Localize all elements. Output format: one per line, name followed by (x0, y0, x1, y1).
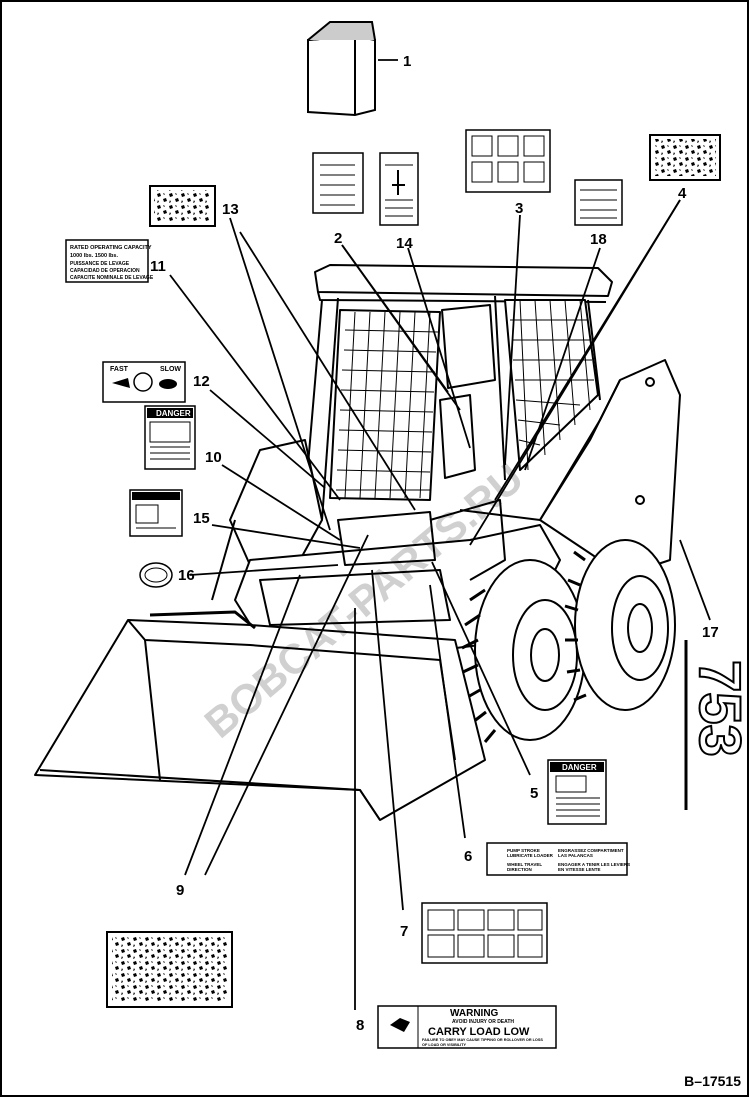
decal-4-patterned (649, 134, 721, 181)
decal-9-patterned (106, 931, 233, 1008)
warning-8-main: CARRY LOAD LOW (428, 1026, 530, 1038)
callout-8: 8 (356, 1017, 364, 1034)
speed-slow-label: SLOW (160, 366, 181, 373)
callout-6: 6 (464, 848, 472, 865)
hyd-br: ENGAGER A TENIR LES LEVIERS (558, 862, 630, 867)
decal-3-instruction-panel (465, 129, 551, 193)
hyd-br2: EN VITESSE LENTE (558, 867, 601, 872)
warning-8-header: WARNING (450, 1008, 499, 1019)
callout-11: 11 (150, 258, 166, 275)
callout-14: 14 (396, 235, 413, 252)
callout-numbers: 1 2 3 4 5 6 7 8 9 10 11 12 13 14 15 16 1… (150, 53, 719, 1034)
hyd-tl2: LUBRICATE LOADER (507, 853, 554, 858)
hyd-tl: PUMP STROKE (507, 848, 540, 853)
callout-3: 3 (515, 200, 523, 217)
decal-speed-fast-slow: FAST SLOW (102, 361, 186, 403)
leader-lines (169, 59, 711, 1010)
hyd-tr: ENGRASSEZ COMPARTIMENT (558, 848, 624, 853)
callout-18: 18 (590, 231, 607, 248)
decal-10-warning (129, 489, 183, 537)
decal-7-operation-instructions (421, 902, 548, 964)
callout-10: 10 (205, 449, 222, 466)
decal-12-danger: DANGER (144, 405, 196, 470)
turtle-icon (159, 379, 177, 389)
decal-6-hydraulic: PUMP STROKE LUBRICATE LOADER ENGRASSEZ C… (486, 842, 630, 876)
rear-tire (564, 539, 676, 711)
hyd-bl2: DIRECTION (507, 867, 532, 872)
hyd-bl: WHEEL TRAVEL (507, 862, 542, 867)
decal-5-danger: DANGER (547, 759, 607, 825)
cab-side-screen (329, 309, 441, 501)
callout-5: 5 (530, 785, 538, 802)
hyd-tr2: LAS PALANCAS (558, 853, 593, 858)
figure-id: B–17515 (684, 1073, 741, 1089)
model-mark-text: 753 (687, 660, 749, 757)
callout-13: 13 (222, 201, 239, 218)
danger-12-header: DANGER (156, 409, 191, 418)
rabbit-icon (112, 378, 130, 388)
callout-4: 4 (678, 185, 687, 202)
decal-13-patterned (149, 185, 216, 227)
callout-16: 16 (178, 567, 195, 584)
rated-capacity-line5: CAPACITE NOMINALE DE LEVAGE (70, 275, 154, 281)
callout-9: 9 (176, 882, 184, 899)
warning-8-small2: OF LOAD OR VISIBILITY (422, 1043, 467, 1047)
callout-7: 7 (400, 923, 408, 940)
callout-15: 15 (193, 510, 210, 527)
callout-17: 17 (702, 624, 719, 641)
decal-16-round-seal (139, 562, 173, 588)
skid-steer-loader-drawing (34, 264, 681, 821)
warning-8-small1: FAILURE TO OBEY MAY CAUSE TIPPING OR ROL… (422, 1038, 543, 1042)
callout-2: 2 (334, 230, 342, 247)
callout-12: 12 (193, 373, 210, 390)
rated-capacity-line4: CAPACIDAD DE OPERACION (70, 268, 140, 274)
decal-2-labels (312, 152, 419, 226)
rated-capacity-line1: RATED OPERATING CAPACITY (70, 245, 152, 251)
warning-8-subheader: AVOID INJURY OR DEATH (452, 1019, 514, 1025)
callout-1: 1 (403, 53, 411, 70)
danger-5-header: DANGER (562, 763, 597, 772)
decal-18-label (574, 179, 623, 226)
decal-17-model-number: 753 (684, 640, 749, 810)
decal-11-rated-capacity: RATED OPERATING CAPACITY 1000 lbs. 1500 … (65, 239, 154, 283)
rated-capacity-line2: 1000 lbs. 1500 lbs. (70, 253, 118, 259)
decal-1-box (307, 21, 376, 117)
speed-fast-label: FAST (110, 366, 129, 373)
decal-8-warning-carry-load-low: WARNING AVOID INJURY OR DEATH CARRY LOAD… (377, 1005, 557, 1049)
rated-capacity-line3: PUISSANCE DE LEVAGE (70, 261, 130, 267)
